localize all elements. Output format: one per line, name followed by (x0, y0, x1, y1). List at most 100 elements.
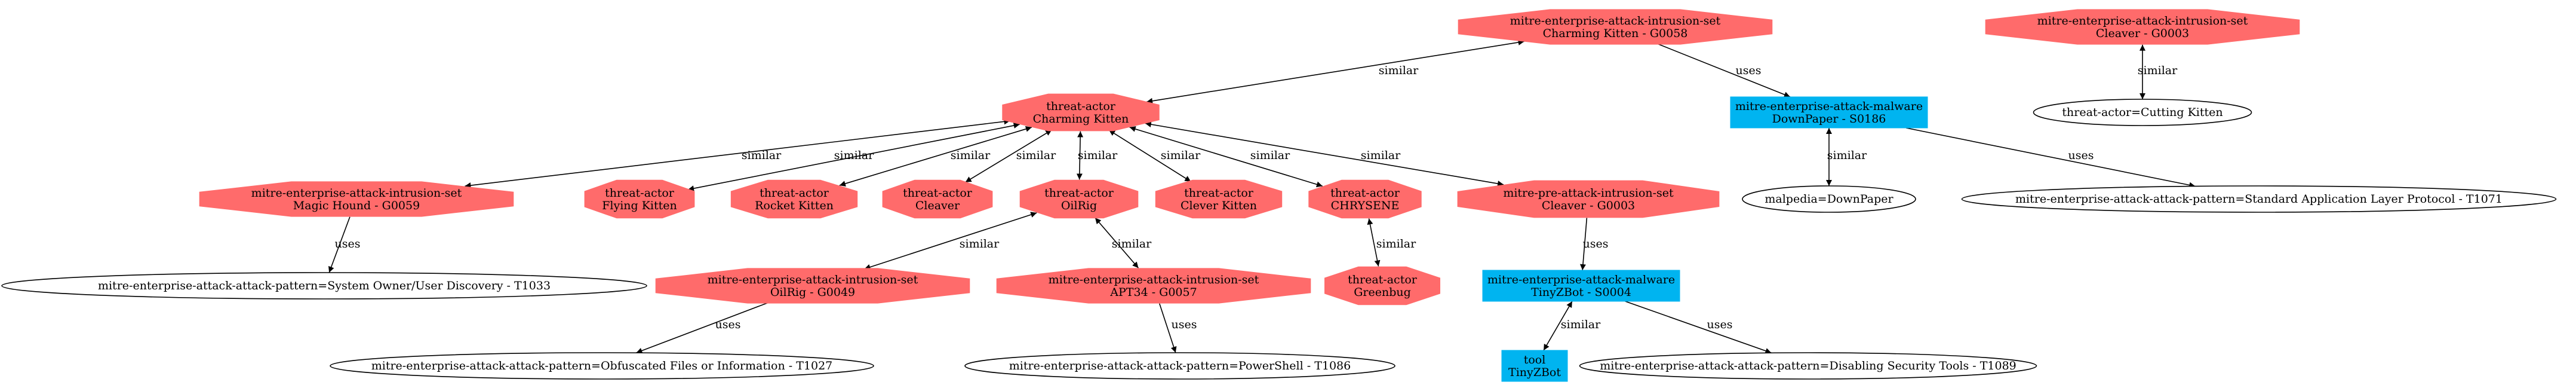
node-label-line1: mitre-enterprise-attack-intrusion-set (1049, 273, 1259, 286)
node-t1033[interactable]: mitre-enterprise-attack-attack-pattern=S… (1, 272, 647, 300)
node-shape-ellipse (964, 352, 1395, 380)
node-shape-ellipse (1, 272, 647, 300)
node-layer: mitre-enterprise-attack-intrusion-setCha… (1, 9, 2557, 382)
edge-n_tinyzbot_mal-n_tool_tinyzbot (1543, 301, 1573, 351)
edge-label: similar (1827, 149, 1867, 162)
node-label-line1: threat-actor (605, 187, 675, 200)
node-oilrig-g0049[interactable]: mitre-enterprise-attack-intrusion-setOil… (655, 268, 970, 304)
node-label-line1: tool (1524, 353, 1546, 366)
node-label-line1: mitre-enterprise-attack-malware (1487, 273, 1675, 286)
edge-n_ta_charming-n_magic (465, 118, 1010, 189)
edge-label: similar (1361, 149, 1401, 162)
node-shape-ellipse (1742, 185, 1916, 213)
edge-n_magic-n_t1033 (328, 216, 351, 273)
node-label-line1: threat-actor (1184, 187, 1254, 200)
node-shape-octagon (584, 179, 695, 219)
node-label-line1: mitre-enterprise-attack-attack-pattern=S… (98, 279, 551, 292)
edge-label: uses (1736, 64, 1762, 77)
edge-label: similar (1078, 149, 1118, 162)
edge-label: similar (1561, 318, 1601, 331)
node-apt34[interactable]: mitre-enterprise-attack-intrusion-setAPT… (996, 268, 1311, 304)
edge-n_ck_g0058-n_downpaper (1658, 43, 1791, 97)
node-shape-octagon (996, 268, 1311, 304)
node-shape-ellipse (1579, 352, 2037, 380)
node-shape-octagon (1324, 266, 1440, 305)
edge-n_tinyzbot_mal-n_t1089 (1625, 301, 1772, 354)
node-shape-octagon (730, 179, 858, 219)
node-cleaver-g0003a[interactable]: mitre-enterprise-attack-intrusion-setCle… (1985, 9, 2300, 45)
node-shape-octagon (1155, 179, 1283, 219)
node-label-line2: Rocket Kitten (755, 199, 834, 212)
edge-n_ck_g0058-n_ta_charming (1146, 39, 1524, 104)
node-label-line1: threat-actor (760, 187, 829, 200)
node-shape-box (1501, 350, 1568, 382)
node-label-line2: TinyZBot - S0004 (1531, 286, 1631, 299)
edge-n_ta_charming-n_cleaver_ta (965, 129, 1052, 183)
node-label-line2: Charming Kitten - G0058 (1543, 27, 1688, 40)
node-shape-octagon (1019, 179, 1139, 219)
node-label-line2: Charming Kitten (1033, 112, 1129, 126)
node-label-line1: mitre-enterprise-attack-attack-pattern=P… (1009, 359, 1351, 372)
node-label-line1: threat-actor=Cutting Kitten (2062, 106, 2223, 119)
edge-label: similar (1250, 149, 1290, 162)
node-label-line1: threat-actor (1044, 187, 1114, 200)
node-shape-octagon (199, 181, 514, 217)
node-label-line1: malpedia=DownPaper (1765, 192, 1893, 206)
node-t1089[interactable]: mitre-enterprise-attack-attack-pattern=D… (1579, 352, 2037, 380)
edge-label: similar (1376, 237, 1416, 250)
node-label-line2: Clever Kitten (1181, 199, 1257, 212)
node-label-line2: TinyZBot (1508, 366, 1561, 379)
node-label-line2: CHRYSENE (1331, 199, 1400, 212)
edge-label: uses (715, 318, 741, 331)
edge-n_apt34-n_t1086 (1159, 303, 1177, 353)
node-label-line1: threat-actor (1348, 273, 1418, 286)
edge-label: similar (742, 149, 782, 162)
edge-label: similar (960, 237, 1000, 250)
node-shape-octagon (1457, 180, 1720, 218)
edge-label: uses (1583, 237, 1609, 250)
node-label-line1: mitre-enterprise-attack-intrusion-set (2037, 14, 2248, 28)
node-label-line2: OilRig - G0049 (770, 286, 855, 299)
node-label-line1: threat-actor (903, 187, 973, 200)
edge-label: similar (951, 149, 991, 162)
node-shape-box (1482, 270, 1680, 302)
edge-label: similar (1161, 149, 1201, 162)
edge-label: similar (1016, 149, 1056, 162)
edge-label: uses (1707, 318, 1733, 331)
edge-label: uses (1172, 318, 1197, 331)
node-t1071[interactable]: mitre-enterprise-attack-attack-pattern=S… (1961, 185, 2557, 213)
node-label-line1: mitre-enterprise-attack-attack-pattern=D… (1600, 359, 2016, 372)
edge-n_oilrig_ta-n_apt34 (1095, 217, 1139, 268)
node-tinyzbot-mal[interactable]: mitre-enterprise-attack-malwareTinyZBot … (1482, 270, 1680, 302)
node-label-line1: mitre-enterprise-attack-attack-pattern=S… (2015, 192, 2503, 206)
node-t1086[interactable]: mitre-enterprise-attack-attack-pattern=P… (964, 352, 1395, 380)
edge-label: similar (1112, 237, 1152, 250)
node-label-line2: APT34 - G0057 (1109, 286, 1197, 299)
node-label-line2: Flying Kitten (602, 199, 677, 212)
node-malpedia[interactable]: malpedia=DownPaper (1742, 185, 1916, 213)
node-downpaper[interactable]: mitre-enterprise-attack-malwareDownPaper… (1730, 96, 1928, 129)
edge-label: similar (1379, 64, 1419, 77)
edge-layer: similar uses similar similar similar similar s… (328, 39, 2196, 354)
node-label-line1: mitre-enterprise-attack-intrusion-set (1510, 14, 1721, 28)
node-magic[interactable]: mitre-enterprise-attack-intrusion-setMag… (199, 181, 514, 217)
edge-label: uses (335, 237, 361, 250)
edge-n_ta_charming-n_oilrig_ta (1076, 131, 1084, 180)
node-label-line2: Cleaver - G0003 (1542, 199, 1635, 212)
node-label-line1: mitre-pre-attack-intrusion-set (1503, 187, 1674, 200)
node-cutting[interactable]: threat-actor=Cutting Kitten (2033, 99, 2252, 126)
node-ck-g0058[interactable]: mitre-enterprise-attack-intrusion-setCha… (1458, 9, 1773, 45)
node-t1027[interactable]: mitre-enterprise-attack-attack-pattern=O… (330, 352, 874, 380)
node-shape-ellipse (330, 352, 874, 380)
node-label-line1: threat-actor (1330, 187, 1400, 200)
